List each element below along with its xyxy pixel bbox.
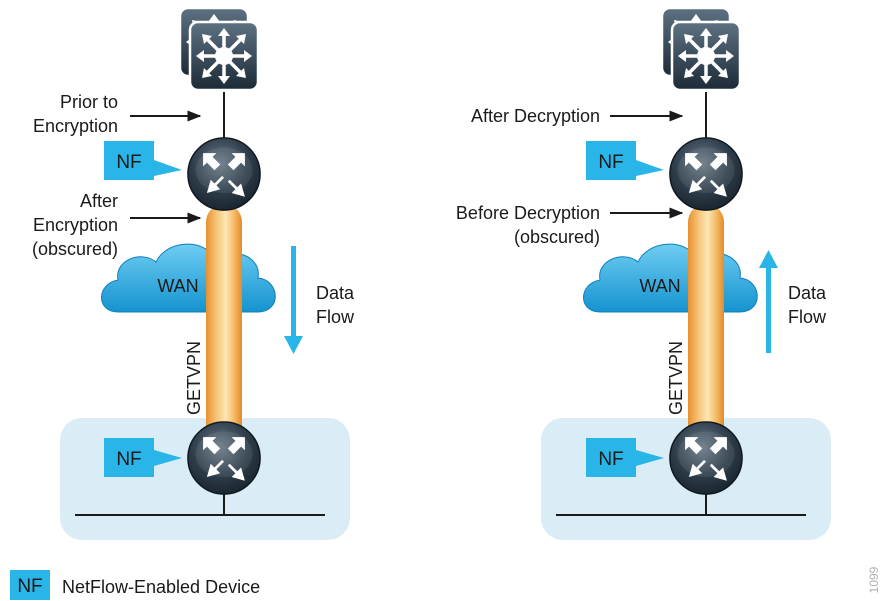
- right-data-flow-arrow: [759, 250, 778, 353]
- right-getvpn-label: GETVPN: [666, 341, 686, 415]
- left-after-label-line3: (obscured): [32, 239, 118, 259]
- right-switch-icon: [660, 6, 742, 92]
- left-prior-label-line2: Encryption: [33, 116, 118, 136]
- right-wan-cloud: WAN: [583, 243, 758, 313]
- left-nf-top-label: NF: [116, 152, 141, 173]
- left-switch-icon: [178, 6, 260, 92]
- left-wan-label: WAN: [157, 276, 198, 296]
- legend-badge-label: NF: [17, 576, 42, 597]
- left-wan-cloud: WAN: [101, 243, 276, 313]
- left-data-flow-label-line1: Data: [316, 283, 355, 303]
- left-bottom-router-icon: [187, 421, 261, 495]
- left-after-label-line1: After: [80, 191, 118, 211]
- left-data-flow-arrow: [284, 246, 303, 354]
- right-nf-badge-top: NF: [586, 141, 664, 180]
- left-after-label-line2: Encryption: [33, 215, 118, 235]
- right-getvpn-tunnel: [688, 204, 724, 454]
- right-nf-badge-bottom: NF: [586, 438, 664, 477]
- left-getvpn-tunnel: [206, 204, 242, 454]
- legend-nf-badge: [10, 570, 50, 600]
- left-nf-badge-bottom: NF: [104, 438, 182, 477]
- right-after-decryption-label: After Decryption: [471, 106, 600, 126]
- right-data-flow-label-line2: Flow: [788, 307, 827, 327]
- left-nf-badge-top: NF: [104, 141, 182, 180]
- legend: NF NetFlow-Enabled Device: [10, 570, 260, 600]
- right-bottom-router-icon: [669, 421, 743, 495]
- legend-text: NetFlow-Enabled Device: [62, 577, 260, 597]
- right-data-flow-label-line1: Data: [788, 283, 827, 303]
- right-before-decryption-label-line1: Before Decryption: [456, 203, 600, 223]
- left-diagram: WAN GETVPN NF NF Prior to Encryption Aft…: [32, 6, 355, 540]
- left-top-router-icon: [187, 137, 261, 211]
- right-nf-bottom-label: NF: [598, 449, 623, 470]
- right-before-decryption-label-line2: (obscured): [514, 227, 600, 247]
- right-nf-top-label: NF: [598, 152, 623, 173]
- right-diagram: WAN GETVPN NF NF After Decryption Before…: [456, 6, 831, 540]
- left-nf-bottom-label: NF: [116, 449, 141, 470]
- left-data-flow-label-line2: Flow: [316, 307, 355, 327]
- right-top-router-icon: [669, 137, 743, 211]
- right-wan-label: WAN: [639, 276, 680, 296]
- left-getvpn-label: GETVPN: [184, 341, 204, 415]
- figure-code: 1099: [867, 566, 881, 593]
- left-prior-label-line1: Prior to: [60, 92, 118, 112]
